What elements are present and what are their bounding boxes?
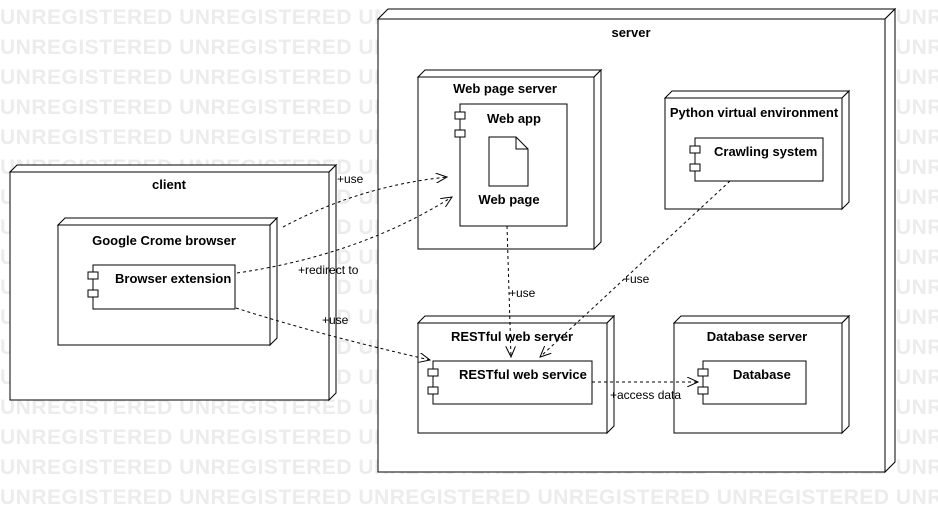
database-label: Database (733, 367, 791, 382)
edge-webpage-to-restful[interactable] (507, 225, 511, 357)
restful-service-label: RESTful web service (459, 367, 587, 382)
web-page-server-label: Web page server (453, 81, 557, 96)
browser-node-label: Google Crome browser (92, 233, 236, 248)
browser-extension-component[interactable]: Browser extension (87, 264, 236, 310)
browser-extension-label: Browser extension (115, 271, 231, 286)
edge-label-access-data: +access data (610, 388, 681, 402)
edge-crawling-to-restful[interactable] (540, 180, 731, 357)
web-page-artifact[interactable]: Web page (478, 136, 540, 207)
edge-label-use-1: +use (337, 172, 364, 186)
crawling-system-label: Crawling system (714, 144, 817, 159)
python-venv-label: Python virtual environment (670, 105, 839, 120)
database-server-label: Database server (707, 329, 807, 344)
document-icon (488, 136, 529, 187)
edge-label-use-3: +use (509, 286, 536, 300)
edge-label-use-2: +use (322, 313, 349, 327)
edge-label-use-4: +use (623, 272, 650, 286)
web-app-label: Web app (487, 111, 541, 126)
web-page-label: Web page (478, 192, 539, 207)
database-component[interactable]: Database (697, 360, 807, 405)
edge-label-redirect: +redirect to (298, 263, 359, 277)
watermark-line: UNREGISTERED UNREGISTERED UNREGISTERED U… (0, 486, 938, 509)
edge-extension-to-restful[interactable] (235, 307, 430, 360)
restful-service-component[interactable]: RESTful web service (427, 360, 593, 405)
client-node-label: client (152, 177, 187, 192)
server-node-label: server (611, 25, 650, 40)
crawling-system-component[interactable]: Crawling system (689, 137, 824, 182)
edge-extension-to-webpage[interactable] (236, 197, 452, 274)
restful-server-label: RESTful web server (451, 329, 573, 344)
edge-browser-to-webapp[interactable] (282, 177, 447, 228)
